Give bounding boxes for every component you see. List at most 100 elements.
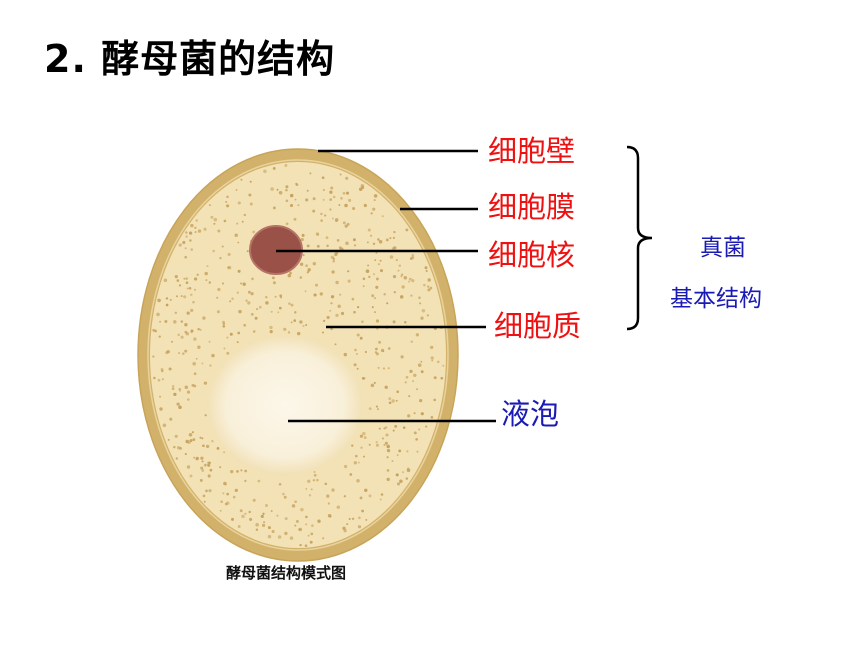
granule-dot <box>201 469 205 472</box>
granule-dot <box>276 188 279 191</box>
granule-dot <box>368 443 371 446</box>
slide-title: 2. 酵母菌的结构 <box>44 37 336 81</box>
granule-dot <box>242 282 246 286</box>
granule-dot <box>207 461 211 465</box>
granule-dot <box>285 199 289 203</box>
granule-dot <box>192 362 196 366</box>
granule-dot <box>416 388 419 391</box>
granule-dot <box>184 255 187 259</box>
granule-dot <box>335 280 339 285</box>
bracket-summary-line2: 基本结构 <box>670 286 762 312</box>
granule-dot <box>279 294 283 298</box>
granule-dot <box>322 319 326 323</box>
granule-dot <box>205 489 208 493</box>
granule-dot <box>359 496 363 500</box>
granule-dot <box>163 278 168 283</box>
granule-dot <box>301 233 305 237</box>
granule-dot <box>213 217 218 222</box>
granule-dot <box>363 203 367 208</box>
granule-dot <box>299 276 303 279</box>
granule-dot <box>312 262 316 266</box>
granule-dot <box>173 320 177 324</box>
granule-dot <box>202 316 206 320</box>
granule-dot <box>207 474 211 478</box>
granule-dot <box>421 308 426 313</box>
granule-dot <box>380 493 384 496</box>
granule-dot <box>178 352 180 354</box>
granule-dot <box>161 378 164 381</box>
granule-dot <box>305 264 308 268</box>
granule-dot <box>202 444 205 448</box>
granule-dot <box>234 233 238 237</box>
granule-dot <box>388 397 392 401</box>
granule-dot <box>371 306 374 309</box>
granule-dot <box>298 527 302 532</box>
granule-dot <box>236 470 239 473</box>
granule-dot <box>307 534 310 537</box>
granule-dot <box>208 204 211 207</box>
granule-dot <box>193 277 198 281</box>
granule-dot <box>378 427 381 430</box>
granule-dot <box>237 241 240 244</box>
granule-dot <box>295 183 299 187</box>
granule-dot <box>173 392 177 397</box>
granule-dot <box>410 294 413 297</box>
granule-dot <box>161 369 164 373</box>
granule-dot <box>406 450 409 453</box>
granule-dot <box>222 324 226 328</box>
granule-dot <box>200 466 204 470</box>
granule-dot <box>362 277 366 281</box>
granule-dot <box>216 446 220 450</box>
granule-dot <box>336 239 340 242</box>
granule-dot <box>201 437 204 440</box>
granule-dot <box>312 209 316 213</box>
granule-dot <box>433 376 437 380</box>
granule-dot <box>363 436 367 440</box>
granule-dot <box>425 425 428 428</box>
granule-dot <box>165 303 169 307</box>
granule-dot <box>283 495 287 499</box>
granule-dot <box>183 277 186 280</box>
granule-dot <box>343 352 348 357</box>
granule-dot <box>416 450 419 453</box>
granule-dot <box>287 273 292 278</box>
granule-dot <box>419 302 422 305</box>
granule-dot <box>326 244 329 248</box>
granule-dot <box>331 488 335 492</box>
granule-dot <box>276 514 279 517</box>
granule-dot <box>236 291 239 294</box>
granule-dot <box>263 521 266 524</box>
granule-dot <box>184 330 188 334</box>
granule-dot <box>305 523 308 526</box>
granule-dot <box>216 310 220 314</box>
granule-dot <box>293 319 297 322</box>
granule-dot <box>370 234 373 237</box>
granule-dot <box>404 381 407 384</box>
granule-dot <box>294 198 297 201</box>
granule-dot <box>353 461 357 465</box>
granule-dot <box>313 473 317 477</box>
granule-dot <box>194 231 197 234</box>
granule-dot <box>202 494 206 498</box>
granule-dot <box>267 534 272 539</box>
granule-dot <box>191 383 195 387</box>
granule-dot <box>420 360 423 363</box>
granule-dot <box>203 227 207 231</box>
granule-dot <box>278 482 282 486</box>
granule-dot <box>415 438 418 441</box>
granule-dot <box>322 188 326 192</box>
granule-dot <box>300 237 304 242</box>
granule-dot <box>254 316 258 320</box>
granule-dot <box>194 226 197 230</box>
granule-dot <box>294 311 297 314</box>
granule-dot <box>354 454 358 458</box>
granule-dot <box>188 433 193 437</box>
granule-dot <box>326 315 330 320</box>
granule-dot <box>418 296 421 300</box>
granule-dot <box>407 414 411 418</box>
granule-dot <box>377 238 380 241</box>
granule-dot <box>159 407 163 411</box>
granule-dot <box>265 296 268 299</box>
granule-dot <box>162 423 167 428</box>
granule-dot <box>430 356 434 360</box>
